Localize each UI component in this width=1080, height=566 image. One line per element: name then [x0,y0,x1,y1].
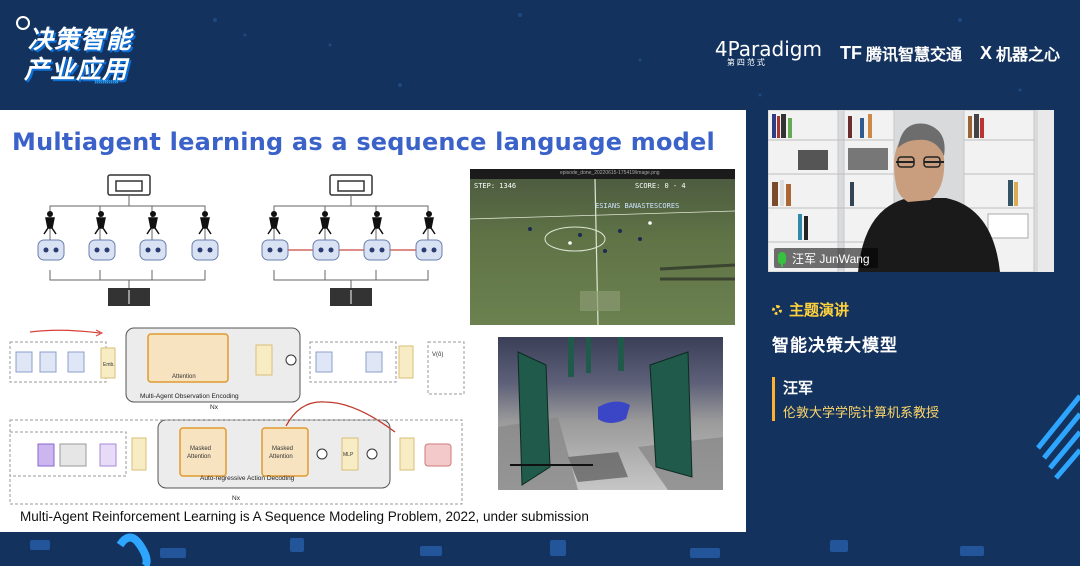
sponsor-logos: 4Paradigm 第四范式 TF 腾讯智慧交通 X 机器之心 [715,36,1060,70]
speaker-name: 汪军 [783,379,814,397]
video-titlebar: episode_done_20220615-175419/image.png [470,169,735,179]
masked-attention-2-line1: Masked [272,446,293,452]
jiqizhixin-mark-icon: X [979,42,992,63]
slide-caption: Multi-Agent Reinforcement Learning is A … [20,509,589,524]
architecture-diagram: Emb. Attention Multi-Agent Observation E… [9,327,465,505]
maze-render [498,337,723,490]
event-title-line2: 产业应用 [24,55,129,84]
topic-label-text: 主题演讲 [789,301,850,319]
event-logo: 决策智能 产业应用 »»»»»» [14,14,164,86]
logo-ring-icon [16,16,30,30]
event-title-line1: 决策智能 [28,25,133,54]
webcam-video [768,110,1054,272]
slide-title: Multiagent learning as a sequence langua… [12,128,715,156]
speaker-webcam: 汪军 JunWang [768,110,1054,272]
player-icons [43,211,436,235]
attention-label: Attention [172,374,196,380]
maze-scene-icon [498,337,723,490]
tencent-name: 腾讯智慧交通 [865,45,962,64]
obs-encoding-label: Multi-Agent Observation Encoding [140,393,239,400]
soccer-field [470,178,735,325]
field-icon [108,288,372,306]
presentation-slide: Multiagent learning as a sequence langua… [0,110,746,532]
video-score: SCORE: 0 - 4 [635,182,686,190]
tencent-logo: TF 腾讯智慧交通 [840,41,962,65]
speaker-affiliation: 伦敦大学学院计算机系教授 [783,406,940,421]
topic-label: 主题演讲 [772,299,849,320]
nx-label-2: Nx [232,495,241,502]
video-window-title: episode_done_20220615-175419/image.png [560,170,660,176]
value-fn-label: V(ô) [432,352,443,358]
goal-icon [107,174,373,196]
speaker-info: 汪军 伦敦大学学院计算机系教授 [772,377,939,421]
paradigm-name: 4Paradigm [714,37,822,61]
paradigm-logo: 4Paradigm 第四范式 [715,39,822,67]
video-step: STEP: 1346 [474,182,517,190]
masked-attention-1-line2: Attention [187,454,211,460]
robot-agents [37,239,443,261]
jiqizhixin-name: 机器之心 [995,45,1060,64]
video-banner: ESIANS BANASTESCORES [595,202,680,210]
topic-title: 智能决策大模型 [772,336,898,356]
nx-label-1: Nx [210,404,219,411]
field-lines-icon [470,178,735,325]
soccer-video: episode_done_20220615-175419/image.png S… [470,169,735,325]
gear-icon [772,304,782,315]
jiqizhixin-logo: X 机器之心 [980,41,1060,65]
tencent-mark-icon: TF [839,42,862,63]
paradigm-sub: 第四范式 [726,58,767,67]
microphone-icon [778,252,786,267]
multiagent-diagram [37,174,443,306]
stripes-decoration [1036,394,1080,480]
masked-attention-1-line1: Masked [190,446,211,452]
emb-label-1: Emb. [103,362,115,368]
chevrons-icon: »»»»»» [94,76,119,86]
masked-attention-2-line2: Attention [269,454,293,460]
action-decoding-label: Auto-regressive Action Decoding [200,475,295,482]
mlp-label: MLP [343,452,354,458]
speaker-name-tag: 汪军 JunWang [774,248,878,268]
speaker-tag-text: 汪军 JunWang [792,251,870,266]
